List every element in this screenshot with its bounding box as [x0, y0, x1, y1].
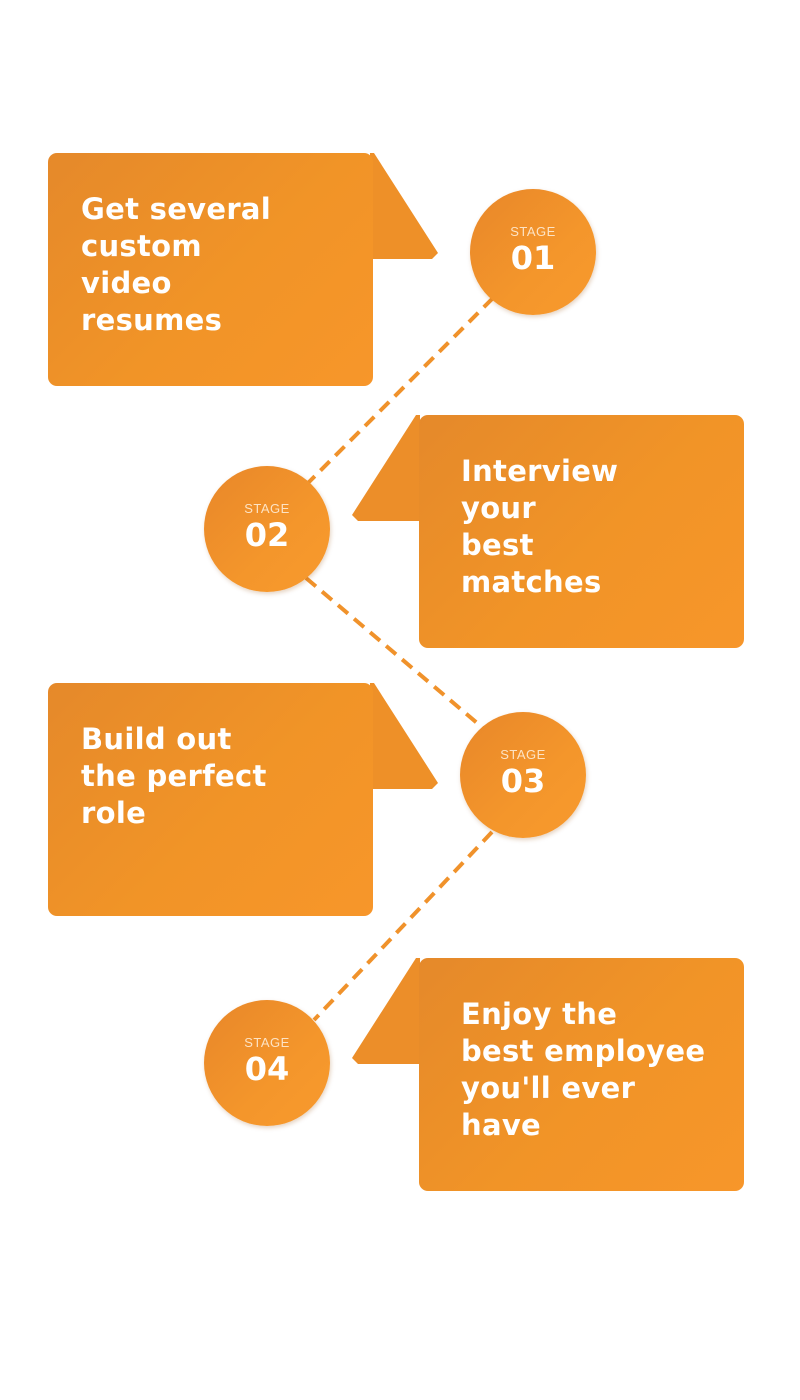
- stage-03-description: Build out the perfect role: [81, 722, 267, 830]
- stage-01-description: Get several custom video resumes: [81, 192, 272, 337]
- stage-03-label: STAGE: [500, 747, 546, 762]
- stage-badge-02: STAGE 02: [204, 466, 330, 592]
- stage-02-description: Interview your best matches: [461, 454, 619, 599]
- stage-badge-03: STAGE 03: [460, 712, 586, 838]
- stage-04-number: 04: [244, 1050, 290, 1088]
- card-pointer-03: [370, 683, 438, 789]
- stage-01-number: 01: [510, 239, 556, 277]
- connector-02-03: [304, 576, 485, 730]
- stage-card-01: Get several custom video resumes: [48, 153, 373, 386]
- stage-02-number: 02: [244, 516, 290, 554]
- stage-02-label: STAGE: [244, 501, 290, 516]
- connector-01-02: [306, 296, 495, 485]
- stage-badge-04: STAGE 04: [204, 1000, 330, 1126]
- stage-01-label: STAGE: [510, 224, 556, 239]
- card-pointer-01: [370, 153, 438, 259]
- connector-03-04: [312, 830, 494, 1022]
- stage-card-02: Interview your best matches: [419, 415, 744, 648]
- stage-03-number: 03: [500, 762, 546, 800]
- stage-card-04: Enjoy the best employee you'll ever have: [419, 958, 744, 1191]
- stage-card-03: Build out the perfect role: [48, 683, 373, 916]
- stage-badge-01: STAGE 01: [470, 189, 596, 315]
- stage-04-description: Enjoy the best employee you'll ever have: [461, 997, 706, 1142]
- card-pointer-04: [352, 958, 420, 1064]
- card-pointer-02: [352, 415, 420, 521]
- stage-04-label: STAGE: [244, 1035, 290, 1050]
